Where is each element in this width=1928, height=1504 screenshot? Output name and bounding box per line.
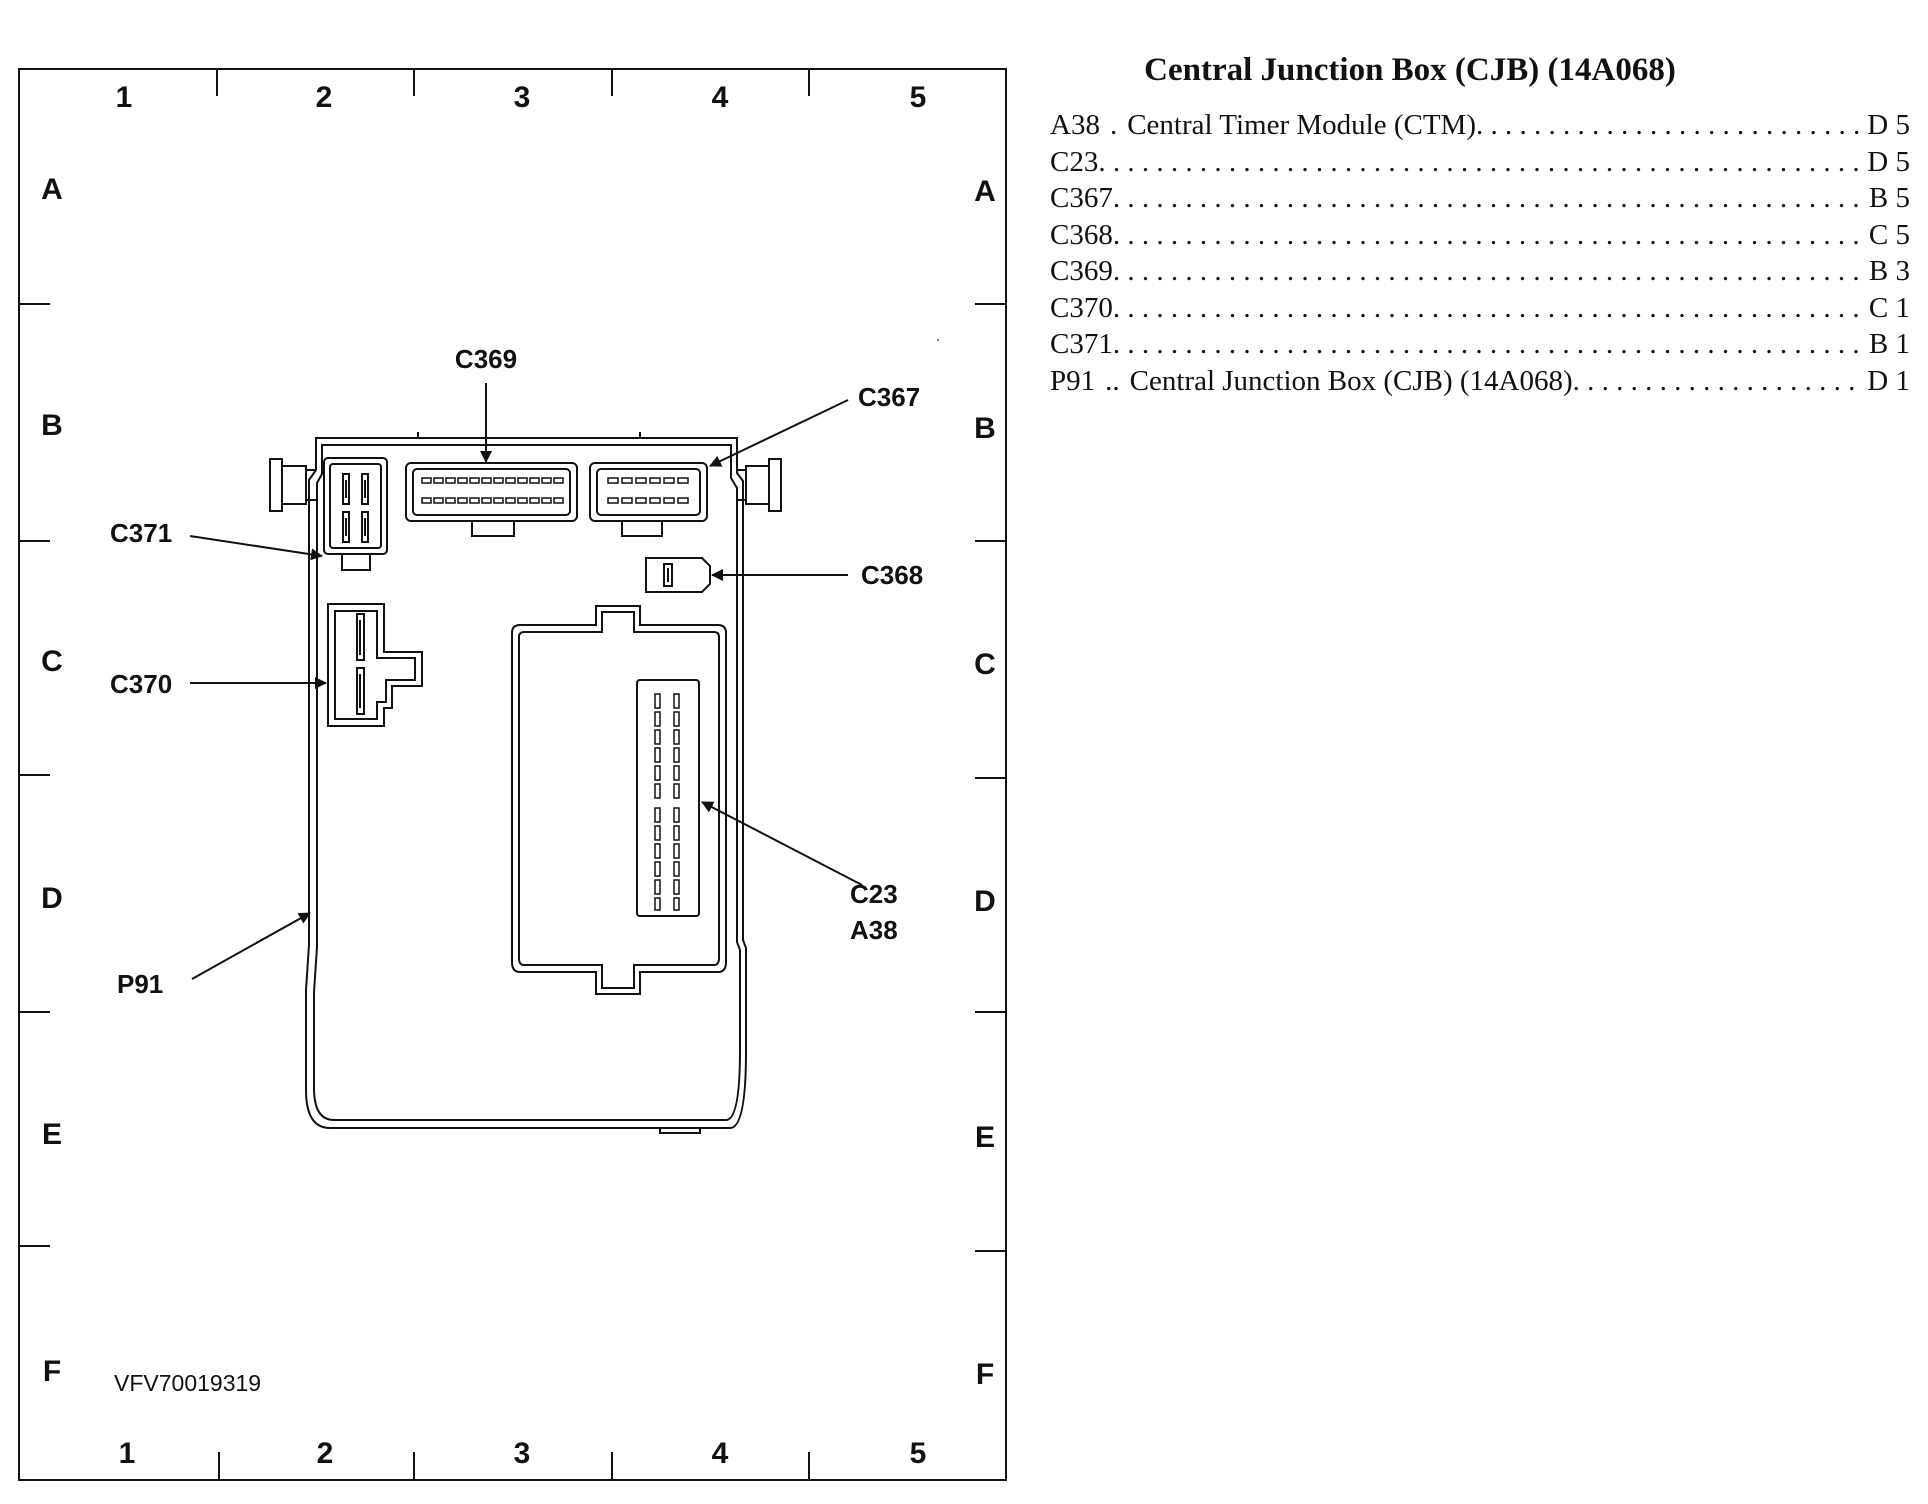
legend-leader-dots xyxy=(1113,253,1865,290)
c369-label: C369 xyxy=(455,344,517,374)
legend-row-c369: C369 B 3 xyxy=(1050,253,1910,290)
column-label-bottom-4: 4 xyxy=(712,1437,729,1470)
legend-row-a38: A38 . Central Timer Module (CTM) D 5 xyxy=(1050,107,1910,144)
c369-connector xyxy=(405,462,578,537)
legend-leader-dots xyxy=(1098,144,1863,181)
legend-row-c371: C371 B 1 xyxy=(1050,326,1910,363)
row-label-right-d: D xyxy=(974,885,996,918)
column-label-top-3: 3 xyxy=(514,81,531,114)
legend-leader-dots xyxy=(1573,363,1864,400)
legend-code: C367 xyxy=(1050,182,1113,214)
column-label-top-4: 4 xyxy=(712,81,729,114)
column-label-top-2: 2 xyxy=(316,81,333,114)
legend-code: C369 xyxy=(1050,255,1113,287)
row-label-right-e: E xyxy=(975,1121,995,1154)
a38-label: A38 xyxy=(850,915,898,945)
c23-pin-column-right xyxy=(673,693,680,911)
c367-label: C367 xyxy=(858,382,920,412)
c371-connector xyxy=(323,457,388,571)
legend-location: D 1 xyxy=(1867,364,1910,397)
legend-row-c367: C367 B 5 xyxy=(1050,180,1910,217)
grid-left-ticks xyxy=(19,303,50,1247)
row-label-left-d: D xyxy=(41,882,63,915)
c23-label: C23 xyxy=(850,879,898,909)
callout-arrows xyxy=(189,383,863,980)
legend-code: A38 xyxy=(1050,109,1100,141)
row-label-right-a: A xyxy=(974,175,996,208)
c367-connector xyxy=(589,462,708,537)
c367-pin-row-bottom xyxy=(607,497,689,504)
column-label-bottom-1: 1 xyxy=(119,1437,136,1470)
legend-separator: .. xyxy=(1105,364,1120,397)
legend-location: B 3 xyxy=(1868,255,1910,287)
row-label-left-b: B xyxy=(41,409,63,442)
c369-pin-row-bottom xyxy=(421,497,564,504)
row-label-left-c: C xyxy=(41,645,63,678)
stray-mark xyxy=(937,339,939,341)
column-label-bottom-5: 5 xyxy=(910,1437,927,1470)
legend-code: C368 xyxy=(1050,218,1113,251)
legend-location: D 5 xyxy=(1867,145,1910,178)
legend-description: Central Timer Module (CTM) xyxy=(1127,109,1476,141)
legend-row-c23: C23 D 5 xyxy=(1050,144,1910,181)
c23-arrow xyxy=(701,801,863,886)
legend-location: D 5 xyxy=(1867,109,1910,141)
legend-code: C371 xyxy=(1050,328,1113,360)
legend-location: B 1 xyxy=(1868,328,1910,360)
column-label-bottom-2: 2 xyxy=(317,1437,334,1470)
legend-leader-dots xyxy=(1113,217,1865,254)
grid-bottom-ticks xyxy=(218,1452,810,1480)
c23-a38-module xyxy=(511,605,727,995)
column-label-bottom-3: 3 xyxy=(514,1437,531,1470)
p91-label: P91 xyxy=(117,969,163,999)
legend-title: Central Junction Box (CJB) (14A068) xyxy=(1144,52,1676,88)
column-label-top-5: 5 xyxy=(910,81,927,114)
row-label-right-f: F xyxy=(976,1358,994,1391)
grid-top-ticks xyxy=(216,69,810,96)
row-label-left-e: E xyxy=(42,1118,62,1151)
legend-separator: . xyxy=(1109,109,1118,141)
legend-location: B 5 xyxy=(1868,182,1910,214)
legend-row-c368: C368 C 5 xyxy=(1050,217,1910,254)
cjb-housing xyxy=(269,432,782,1134)
legend-location: C 1 xyxy=(1868,291,1910,324)
legend-leader-dots xyxy=(1476,107,1863,144)
legend-code: P91 xyxy=(1050,364,1096,397)
c371-label: C371 xyxy=(110,518,172,548)
p91-arrow xyxy=(191,912,311,980)
legend-code: C370 xyxy=(1050,291,1113,324)
c370-connector xyxy=(327,603,423,727)
component-legend: Central Junction Box (CJB) (14A068) A38 … xyxy=(1050,52,1910,399)
legend-row-c370: C370 C 1 xyxy=(1050,290,1910,327)
c367-pin-row-top xyxy=(607,477,689,484)
legend-row-p91: P91 .. Central Junction Box (CJB) (14A06… xyxy=(1050,363,1910,400)
c368-connector xyxy=(645,557,711,593)
row-label-left-f: F xyxy=(43,1355,61,1388)
legend-leader-dots xyxy=(1113,326,1865,363)
c368-label: C368 xyxy=(861,560,923,590)
c369-pin-row-top xyxy=(421,477,564,484)
grid-right-ticks xyxy=(975,303,1006,1252)
legend-location: C 5 xyxy=(1868,218,1910,251)
c367-arrow xyxy=(709,399,849,467)
legend-code: C23 xyxy=(1050,145,1099,178)
c370-label: C370 xyxy=(110,669,172,699)
column-label-top-1: 1 xyxy=(116,81,133,114)
c371-arrow xyxy=(189,535,323,561)
diagram-reference-code: VFV70019319 xyxy=(114,1370,261,1396)
legend-leader-dots xyxy=(1113,290,1865,327)
c23-pin-column-left xyxy=(654,693,661,911)
legend-description: Central Junction Box (CJB) (14A068) xyxy=(1129,364,1573,397)
row-label-left-a: A xyxy=(41,173,63,206)
legend-leader-dots xyxy=(1113,180,1865,217)
row-label-right-c: C xyxy=(974,648,996,681)
row-label-right-b: B xyxy=(974,412,996,445)
